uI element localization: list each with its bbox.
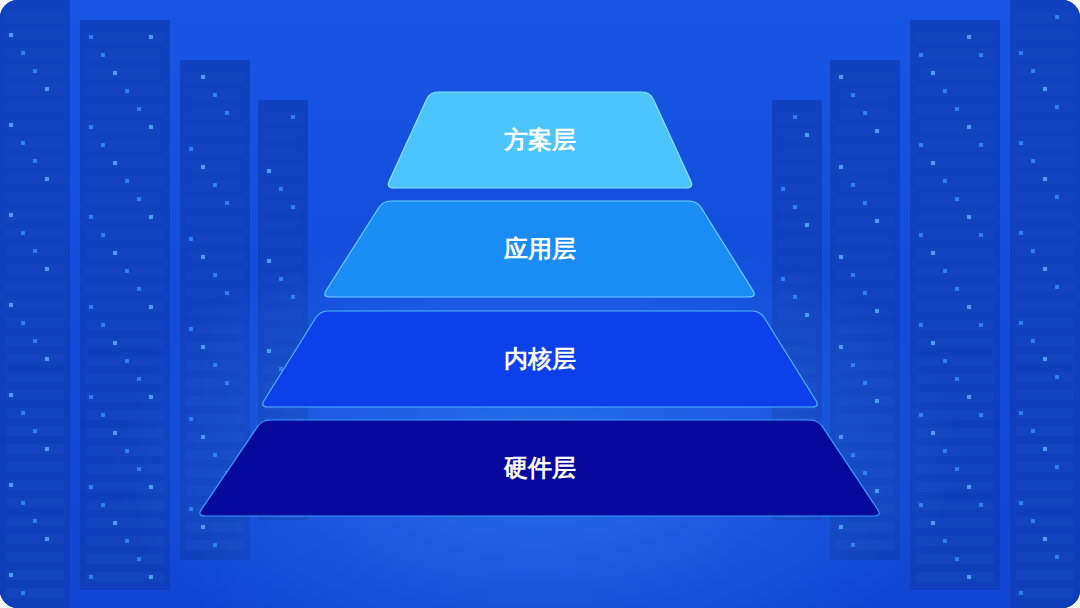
- layer-band: 内核层: [260, 311, 820, 407]
- trapezoid-outline: [263, 311, 817, 407]
- trapezoid-outline: [200, 420, 879, 516]
- trapezoid-outline: [388, 92, 691, 188]
- layer-band: 应用层: [322, 201, 757, 297]
- layer-label: 硬件层: [504, 454, 576, 483]
- trapezoid-outline: [325, 201, 754, 297]
- layer-label: 方案层: [504, 126, 576, 155]
- layer-band: 硬件层: [197, 420, 882, 516]
- layer-label: 内核层: [504, 345, 576, 374]
- layer-label: 应用层: [504, 235, 576, 264]
- layer-band: 方案层: [386, 92, 694, 188]
